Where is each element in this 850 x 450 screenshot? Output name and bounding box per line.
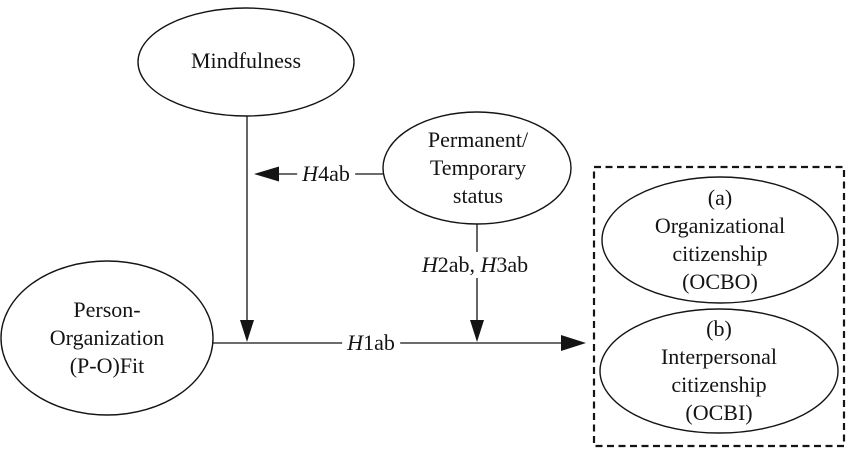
ocbi-label-line: citizenship [671, 372, 767, 397]
po-fit-label: Person- Organization (P-O)Fit [50, 296, 164, 380]
ocbi-label-line: (b) [706, 316, 732, 341]
status-label-line: Temporary [429, 155, 527, 180]
status-label-line: status [452, 183, 504, 208]
h1ab-label-h: H [347, 330, 364, 355]
po-fit-label-line: Person- [73, 297, 141, 322]
ocbo-label: (a) Organizational citizenship (OCBO) [655, 184, 785, 296]
h1ab-label-text: 1ab [363, 330, 395, 355]
ocbo-label-line: Organizational [654, 213, 786, 238]
mindfulness-label: Mindfulness [191, 47, 301, 75]
h2ab-h3ab-label: H2ab, H3ab [416, 252, 534, 278]
h3ab-label-h: H [480, 252, 497, 277]
h4ab-label-h: H [302, 161, 319, 186]
mindfulness-down-arrowhead-icon [240, 320, 254, 342]
ocbo-ellipse [601, 176, 839, 304]
ocbi-label: (b) Interpersonal citizenship (OCBI) [661, 315, 777, 427]
h2ab-label-h: H [421, 252, 438, 277]
ocbo-label-line: (a) [707, 185, 733, 210]
h4ab-left-arrowhead-icon [254, 166, 279, 182]
h4ab-label: H4ab [297, 161, 355, 187]
ocbo-label-line: (OCBO) [682, 269, 758, 294]
h3ab-label-text: 3ab [496, 252, 529, 277]
po-fit-ellipse [0, 260, 214, 416]
mindfulness-ellipse [137, 7, 355, 117]
h4ab-label-text: 4ab [318, 161, 350, 186]
ocbi-label-line: Interpersonal [660, 344, 778, 369]
po-fit-label-line: (P-O)Fit [69, 353, 145, 378]
h1ab-label: H1ab [342, 330, 400, 356]
h1ab-right-arrowhead-icon [561, 335, 586, 351]
ocbi-label-line: (OCBI) [685, 400, 753, 425]
mindfulness-label-line: Mindfulness [191, 48, 301, 73]
h2h3-down-arrowhead-icon [470, 320, 484, 342]
status-label: Permanent/ Temporary status [428, 126, 528, 210]
status-label-line: Permanent/ [427, 127, 529, 152]
ocbo-label-line: citizenship [672, 241, 768, 266]
h2ab-label-text: 2ab, [437, 252, 481, 277]
ocbi-ellipse [599, 308, 839, 434]
po-fit-label-line: Organization [49, 325, 165, 350]
